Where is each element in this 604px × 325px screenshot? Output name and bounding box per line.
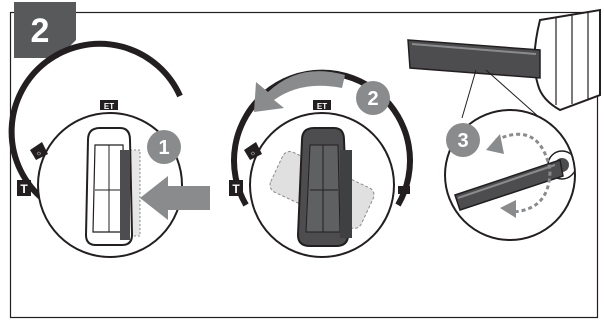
dial-1-push-arrow	[140, 176, 210, 220]
screwdriver-handle	[533, 8, 601, 112]
callout-3-number: 3	[457, 130, 468, 152]
dial-2-figure: ET ☼ T 2	[229, 69, 413, 258]
callout-1-number: 1	[158, 137, 169, 159]
dial-2-left-marking: T	[232, 182, 240, 196]
dial-1-knob	[84, 127, 134, 246]
callout-2-number: 2	[367, 88, 378, 110]
step-number: 2	[31, 12, 50, 50]
screwdriver-figure: 3	[407, 8, 601, 241]
callout-1: 1	[147, 130, 181, 164]
dial-2-top-marking: ET	[317, 102, 327, 111]
dial-2-knob	[296, 127, 352, 247]
dial-1-outer-ring	[8, 40, 183, 203]
detail-rotate-arrow	[495, 132, 552, 214]
dial-2-rotate-arrow	[254, 71, 345, 112]
dial-1-figure: ET ☼ T 1	[8, 40, 210, 258]
callout-3: 3	[446, 123, 480, 157]
svg-text:☼: ☼	[250, 150, 256, 157]
dial-1-top-marking: ET	[104, 102, 114, 111]
step-badge: 2	[14, 2, 76, 58]
dial-1-left-marking: T	[20, 182, 28, 196]
panel-frame	[9, 11, 599, 319]
callout-2: 2	[356, 81, 390, 115]
svg-text:☼: ☼	[36, 150, 42, 157]
screwdriver-shaft	[407, 39, 541, 79]
